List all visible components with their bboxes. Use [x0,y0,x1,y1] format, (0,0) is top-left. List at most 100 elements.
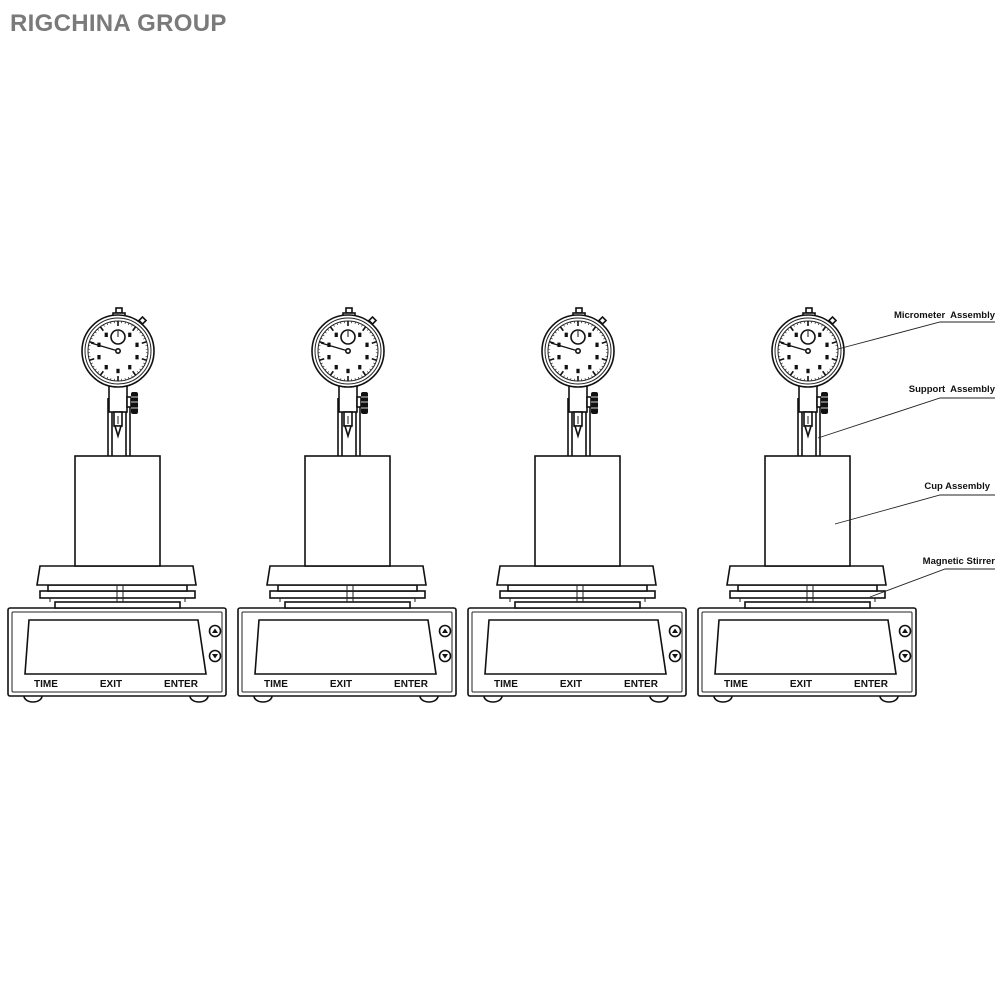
plate-neck [514,601,641,609]
cup-assembly [764,455,851,567]
down-arrow-icon [898,649,912,663]
callout-label-cup: Cup Assembly [924,481,990,492]
up-arrow-icon [438,624,452,638]
down-arrow-button[interactable] [208,649,222,663]
magnetic-stirrer: TIME EXIT ENTER [7,607,227,703]
foot-left [253,695,273,703]
callout-label-stirrer: Magnetic Stirrer [923,556,996,567]
enter-button[interactable]: ENTER [624,679,659,690]
dial-needle [780,342,809,352]
callout-micrometer: Micrometer Assembly [837,310,996,350]
time-button[interactable]: TIME [724,679,748,690]
callout-leader-stirrer [869,568,995,598]
foot-left [713,695,733,703]
time-button[interactable]: TIME [34,679,58,690]
enter-button[interactable]: ENTER [394,679,429,690]
exit-button[interactable]: EXIT [330,679,352,690]
up-arrow-button[interactable] [208,624,222,638]
stirrer-housing-inner [241,611,453,693]
magnetic-stirrer: TIME EXIT ENTER [697,607,917,703]
stirrer-housing-inner [11,611,223,693]
plate-top [36,565,197,586]
lock-knob [361,392,368,414]
foot-right [189,695,209,703]
plate-neck [744,601,871,609]
gauge-stem-block [108,385,128,413]
plate-top [726,565,887,586]
dial-needle [90,342,119,352]
micrometer-assembly [771,307,845,439]
needle-hub [115,347,122,354]
time-button[interactable]: TIME [264,679,288,690]
needle-hub [345,347,352,354]
plate-neck [284,601,411,609]
lock-knob [591,392,598,414]
callout-label-micrometer: Micrometer Assembly [894,310,996,321]
stirrer-top-plate [36,565,197,609]
enter-button[interactable]: ENTER [164,679,199,690]
cup-assembly [74,455,161,567]
display-screen [484,619,667,675]
dial-needle [550,342,579,352]
up-arrow-button[interactable] [898,624,912,638]
gauge-tip [113,425,123,439]
gauge-stem-block [338,385,358,413]
brand-logo-text: RIGCHINA GROUP [10,10,227,37]
exit-button[interactable]: EXIT [790,679,812,690]
up-arrow-button[interactable] [438,624,452,638]
micrometer-assembly [541,307,615,439]
magnetic-stirrer: TIME EXIT ENTER [467,607,687,703]
exit-button[interactable]: EXIT [100,679,122,690]
dial-rim [774,317,842,385]
time-button[interactable]: TIME [494,679,518,690]
cup-assembly [534,455,621,567]
gauge-stem-block [798,385,818,413]
magnetic-stirrer: TIME EXIT ENTER [237,607,457,703]
gauge-tip [573,425,583,439]
micrometer-assembly [311,307,385,439]
callout-leader-micrometer [837,321,995,350]
foot-right [419,695,439,703]
stirrer-top-plate [266,565,427,609]
needle-hub [805,347,812,354]
down-arrow-button[interactable] [898,649,912,663]
enter-button[interactable]: ENTER [854,679,889,690]
callout-leader-cup [834,494,995,525]
down-arrow-icon [208,649,222,663]
up-arrow-button[interactable] [668,624,682,638]
down-arrow-icon [668,649,682,663]
up-arrow-icon [898,624,912,638]
foot-right [649,695,669,703]
down-arrow-button[interactable] [668,649,682,663]
exit-button[interactable]: EXIT [560,679,582,690]
dial-rim [84,317,152,385]
plate-neck [54,601,181,609]
gauge-tip [803,425,813,439]
callout-leader-support [817,397,995,439]
plate-top [496,565,657,586]
needle-hub [575,347,582,354]
gauge-stem-block [568,385,588,413]
display-screen [714,619,897,675]
stirrer-top-plate [496,565,657,609]
stirrer-housing-inner [471,611,683,693]
up-arrow-icon [668,624,682,638]
apparatus-unit-3: TIME EXIT ENTER [467,307,687,703]
stirrer-top-plate [726,565,887,609]
gauge-tip [343,425,353,439]
foot-left [483,695,503,703]
micrometer-assembly [81,307,155,439]
down-arrow-button[interactable] [438,649,452,663]
callout-label-support: Support Assembly [909,384,996,395]
foot-left [23,695,43,703]
lock-knob [131,392,138,414]
apparatus-unit-4: TIME EXIT ENTER [697,307,917,703]
display-screen [254,619,437,675]
cup-assembly [304,455,391,567]
callout-stirrer: Magnetic Stirrer [869,556,996,598]
dial-rim [544,317,612,385]
up-arrow-icon [208,624,222,638]
